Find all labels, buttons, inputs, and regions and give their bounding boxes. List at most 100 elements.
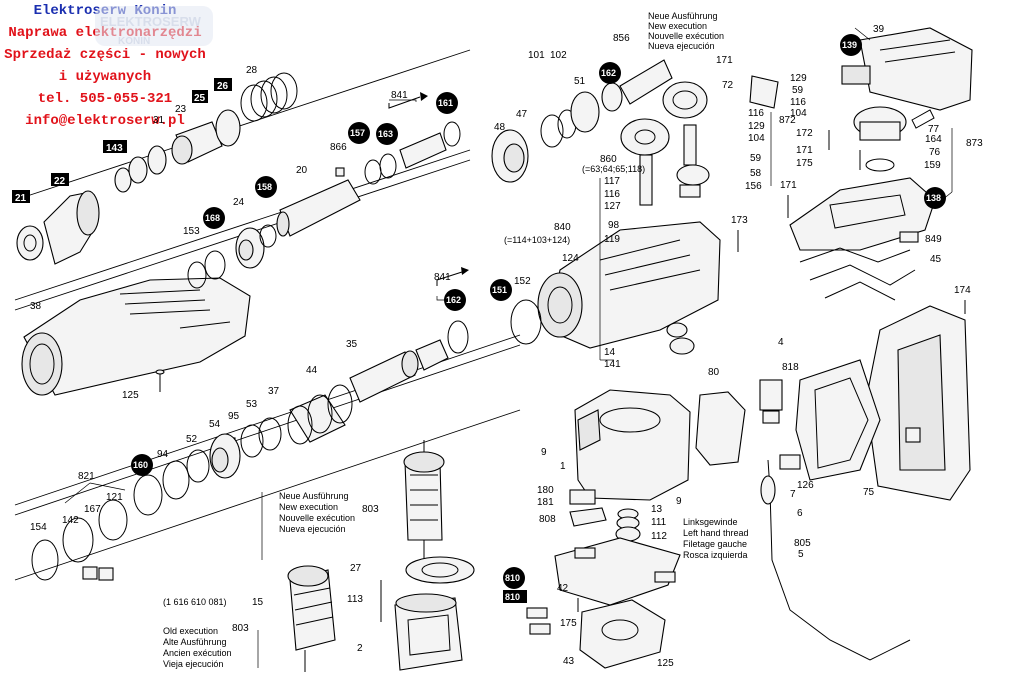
- part-44-striker[interactable]: [287, 384, 353, 445]
- part-2-stator[interactable]: [394, 593, 463, 671]
- label-1: 1: [560, 461, 566, 472]
- part-handle-insert[interactable]: [795, 359, 881, 481]
- note-old-execution: Old execution Alte Ausführung Ancien exé…: [163, 626, 232, 669]
- part-181-label[interactable]: [569, 489, 596, 505]
- part-126-clamp[interactable]: [779, 454, 801, 470]
- part-22-sleeve[interactable]: [43, 190, 100, 265]
- svg-text:Alte Ausführung: Alte Ausführung: [163, 637, 227, 647]
- svg-text:New execution: New execution: [648, 21, 707, 31]
- label-860: 860: [600, 154, 617, 165]
- part-4-switch[interactable]: [759, 379, 783, 424]
- part-21-nut[interactable]: [16, 225, 44, 261]
- part-42-brush-holder[interactable]: [554, 537, 681, 606]
- label-872: 872: [779, 115, 796, 126]
- label-125a: 125: [122, 390, 139, 401]
- label-48: 48: [494, 122, 506, 133]
- part-104-156-assembly[interactable]: [676, 124, 710, 198]
- part-72-gear[interactable]: [662, 81, 708, 119]
- part-142-ring[interactable]: [62, 517, 94, 563]
- part-803-armature-new[interactable]: [403, 440, 445, 560]
- part-125-screw[interactable]: [155, 369, 165, 392]
- svg-text:Ancien exécution: Ancien exécution: [163, 648, 232, 658]
- label-126: 126: [797, 480, 814, 491]
- label-95: 95: [228, 411, 240, 422]
- part-75-rear-handle[interactable]: [865, 305, 971, 501]
- label-171a: 171: [716, 55, 733, 66]
- part-803-armature-old[interactable]: [287, 565, 336, 672]
- part-31-ring[interactable]: [128, 145, 167, 184]
- part-38-handle-housing[interactable]: [21, 277, 251, 396]
- label-77: 77: [928, 124, 940, 135]
- label-172: 172: [796, 128, 813, 139]
- label-173: 173: [731, 215, 748, 226]
- part-28-spring[interactable]: [240, 72, 298, 122]
- part-51-bearing[interactable]: [570, 91, 600, 133]
- label-72: 72: [722, 80, 734, 91]
- part-47-ring[interactable]: [540, 114, 564, 148]
- part-39-cover[interactable]: [859, 27, 973, 111]
- part-808-plate[interactable]: [569, 507, 607, 527]
- part-168-oring[interactable]: [204, 250, 226, 280]
- part-159-oring[interactable]: [865, 158, 895, 172]
- label-43: 43: [563, 656, 575, 667]
- part-43-end-cap[interactable]: [579, 599, 666, 669]
- part-840-gear-housing[interactable]: [537, 221, 721, 349]
- part-151-ring[interactable]: [510, 299, 542, 345]
- part-6-cable[interactable]: [760, 459, 911, 661]
- part-121-ring[interactable]: [98, 499, 128, 541]
- part-154-ring[interactable]: [31, 539, 59, 581]
- part-164-spring[interactable]: [911, 109, 935, 129]
- part-45-spring-assembly[interactable]: [799, 247, 916, 301]
- part-13-111-112-bearing[interactable]: [615, 508, 641, 542]
- svg-text:Filetage gauche: Filetage gauche: [683, 539, 747, 549]
- label-159: 159: [924, 160, 941, 171]
- part-138-upper-housing[interactable]: [789, 177, 936, 251]
- shop-email[interactable]: info@elektroserw.pl: [25, 113, 185, 129]
- label-873: 873: [966, 138, 983, 149]
- label-112: 112: [651, 531, 667, 542]
- label-25: 25: [194, 93, 206, 104]
- part-171-screws[interactable]: [787, 130, 861, 218]
- label-805: 805: [794, 538, 811, 549]
- part-860-gear[interactable]: [620, 118, 670, 206]
- part-20-tool-holder[interactable]: [259, 179, 361, 248]
- part-24-bearing[interactable]: [235, 227, 265, 269]
- part-26-cap[interactable]: [215, 109, 241, 147]
- part-841-assembly[interactable]: [364, 121, 461, 185]
- part-54-sleeve[interactable]: [209, 433, 241, 479]
- part-153-ring[interactable]: [187, 261, 207, 289]
- part-143-ring[interactable]: [114, 167, 132, 193]
- label-4: 4: [778, 337, 784, 348]
- part-841-seal-set[interactable]: [415, 320, 469, 371]
- note-840: (=114+103+124): [504, 235, 570, 245]
- part-866-pin[interactable]: [335, 167, 345, 177]
- part-160-oring[interactable]: [133, 474, 163, 516]
- part-139-pad[interactable]: [841, 65, 871, 85]
- part-94-ring[interactable]: [162, 460, 190, 500]
- label-9a: 9: [541, 447, 547, 458]
- label-174: 174: [954, 285, 971, 296]
- label-143: 143: [106, 143, 123, 154]
- part-129-59-clip[interactable]: [749, 75, 779, 109]
- label-142: 142: [62, 515, 79, 526]
- label-803b: 803: [232, 623, 249, 634]
- part-52-ring[interactable]: [186, 449, 210, 483]
- part-37-ring[interactable]: [258, 417, 282, 451]
- part-849-clip[interactable]: [899, 231, 919, 243]
- part-14-141-bearing[interactable]: [666, 322, 695, 355]
- part-80-capacitor[interactable]: [695, 391, 746, 466]
- part-53-ring[interactable]: [240, 424, 264, 458]
- part-1-motor-housing[interactable]: [574, 389, 691, 501]
- part-35-piston[interactable]: [349, 350, 419, 403]
- part-48-bearing[interactable]: [491, 129, 529, 183]
- part-810-brushes[interactable]: [526, 607, 551, 635]
- part-23-collar[interactable]: [171, 121, 223, 165]
- part-77-switch-knob[interactable]: [853, 106, 907, 141]
- part-856-crank[interactable]: [601, 59, 673, 112]
- part-27-fan[interactable]: [405, 556, 475, 584]
- svg-text:Nueva ejecución: Nueva ejecución: [279, 524, 346, 534]
- badge-138: 138: [926, 193, 941, 203]
- part-167-clips[interactable]: [82, 566, 114, 581]
- label-116a: 116: [748, 108, 764, 119]
